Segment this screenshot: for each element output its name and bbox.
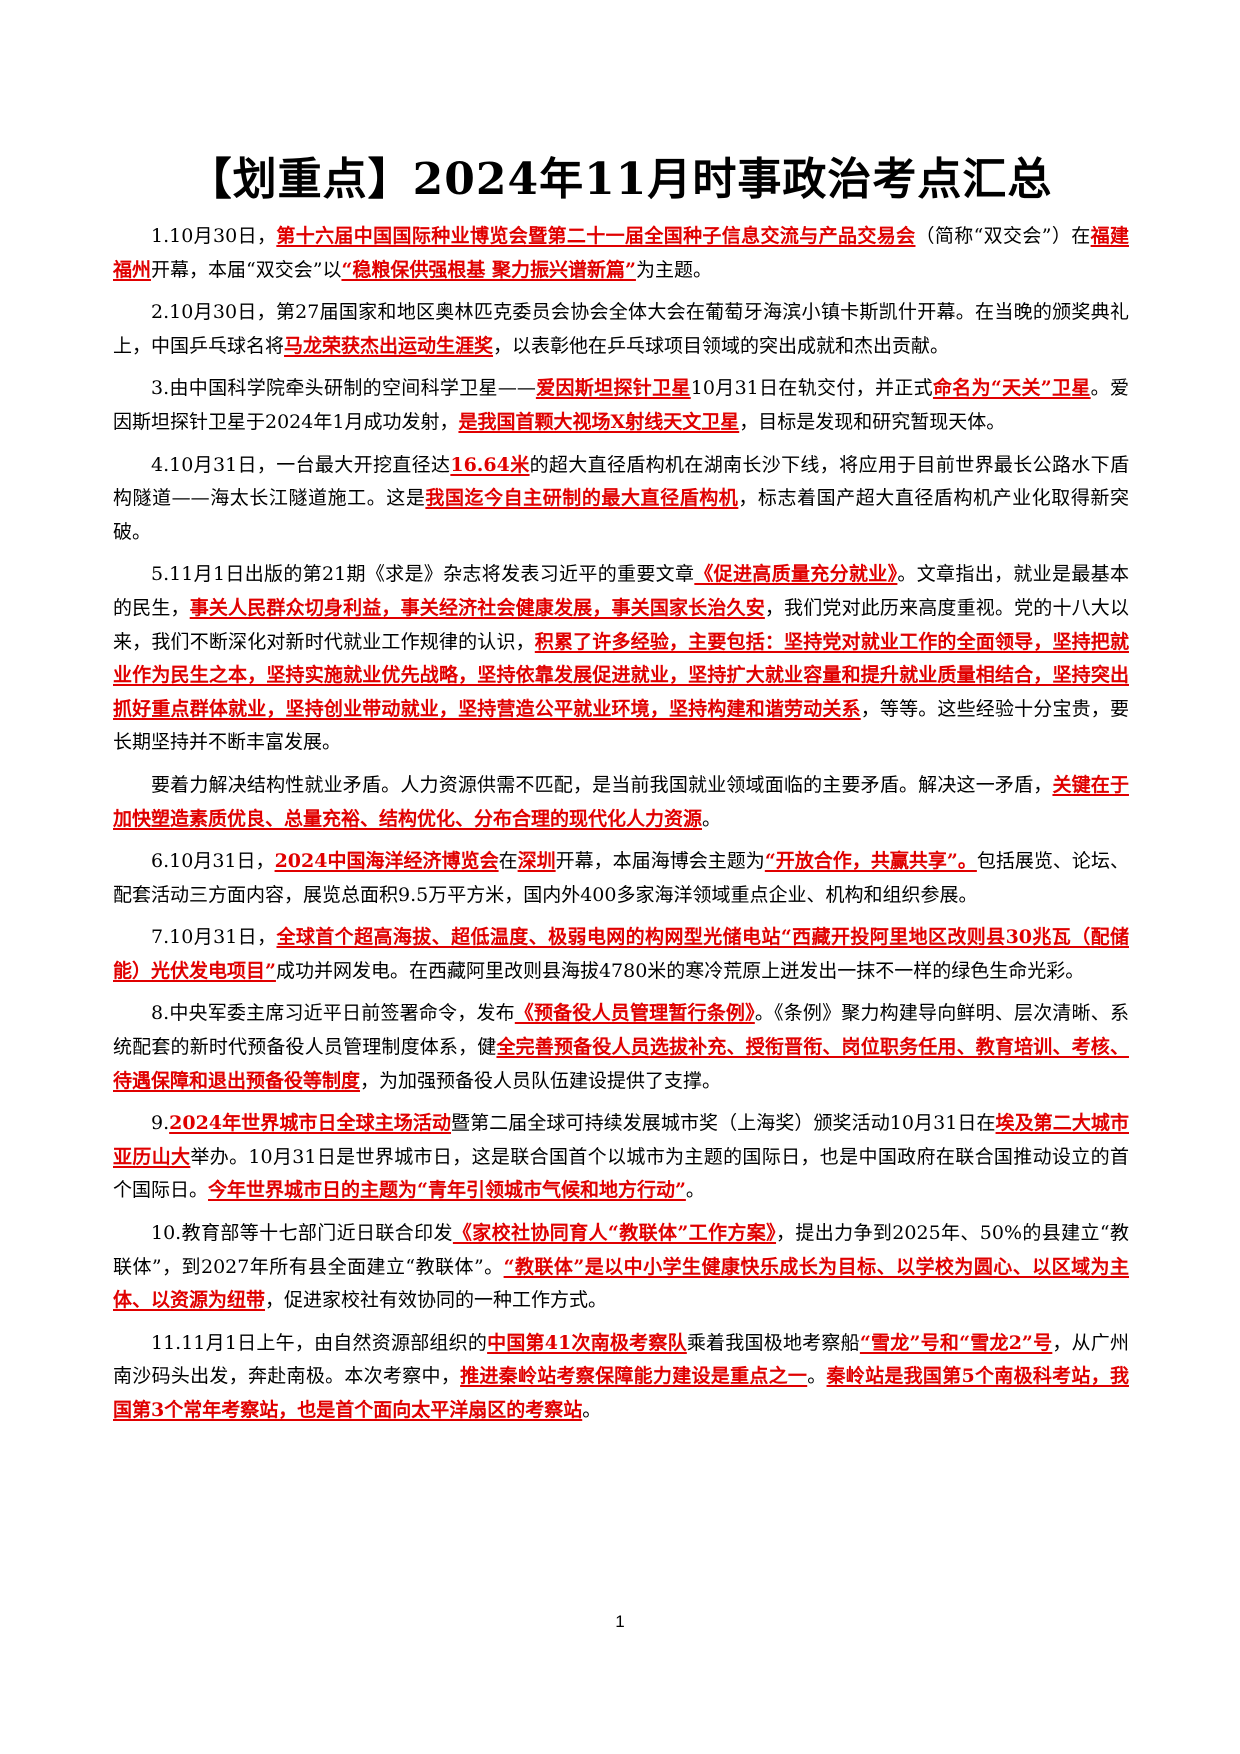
paragraph-text: 2.10月30日，第27届国家和地区奥林匹克委员会协会全体大会在葡萄牙海滨小镇卡… [113,301,1129,357]
paragraph-text: 11.11月1日上午，由自然资源部组织的 [151,1331,488,1354]
highlighted-key-point: 《促进高质量充分就业》 [694,563,898,586]
highlighted-key-point: 16.64米 [450,453,530,476]
highlighted-key-point: 马龙荣获杰出运动生涯奖 [284,334,494,357]
paragraph-text: 要着力解决结构性就业矛盾。人力资源供需不匹配，是当前我国就业领域面临的主要矛盾。… [151,773,1053,796]
paragraph-text: 1.10月30日， [151,225,277,247]
paragraph-text: 3.由中国科学院牵头研制的空间科学卫星—— [151,377,536,400]
paragraph-text: 包括展览、论坛、配套活动三方面内容，展览总面积9.5万平方米，国内外400多家海… [113,850,1129,906]
paragraph-text: 6.10月31日， [151,850,275,873]
highlighted-key-point: “开放合作，共赢共享”。 [764,850,977,873]
paragraph-text: ，提出力争到2025年、50%的县建立“教联体”，到2027年所有县全面建立“教… [113,1222,1130,1278]
paragraph-text: ，标志着国产超大直径盾构机产业化取得新突破。 [113,487,1129,543]
news-item-paragraph: 5.11月1日出版的第21期《求是》杂志将发表习近平的重要文章《促进高质量充分就… [113,558,1129,760]
paragraph-text: 成功并网发电。在西藏阿里改则县海拔4780米的寒冷荒原上迸发出一抹不一样的绿色生… [275,959,1085,982]
paragraph-text: 8.中央军委主席习近平日前签署命令，发布 [151,1002,515,1025]
paragraph-text: 在 [498,850,518,873]
paragraph-text: ，目标是发现和研究暂现天体。 [739,410,1006,433]
news-item-paragraph: 10.教育部等十七部门近日联合印发《家校社协同育人“教联体”工作方案》，提出力争… [113,1217,1129,1318]
news-item-paragraph: 8.中央军委主席习近平日前签署命令，发布《预备役人员管理暂行条例》。《条例》聚力… [113,997,1129,1098]
paragraph-text: 。爱因斯坦探针卫星于2024年1月成功发射， [113,377,1129,433]
news-item-paragraph: 1.10月30日，第十六届中国国际种业博览会暨第二十一届全国种子信息交流与产品交… [113,220,1129,287]
paragraph-text: 。文章指出，就业是最基本的民生， [113,563,1129,619]
highlighted-key-point: “教联体”是以中小学生健康快乐成长为目标、以学校为圆心、以区域为主体、以资源为纽… [113,1255,1130,1312]
paragraph-text: 乘着我国极地考察船 [686,1331,860,1354]
highlighted-key-point: 推进秦岭站考察保障能力建设是重点之一 [460,1365,808,1388]
highlighted-key-point: 爱因斯坦探针卫星 [535,377,691,400]
highlighted-key-point: “稳粮保供强根基 聚力振兴谱新篇” [341,258,636,281]
news-item-paragraph: 4.10月31日，一台最大开挖直径达16.64米的超大直径盾构机在湖南长沙下线，… [113,449,1129,550]
highlighted-key-point: 是我国首颗大视场X射线天文卫星 [458,410,740,433]
highlighted-key-point: “雪龙”号和“雪龙2”号 [859,1331,1053,1354]
paragraph-text: ，我们党对此历来高度重视。党的十八大以来，我们不断深化对新时代就业工作规律的认识… [113,596,1129,653]
paragraph-text: ，以表彰他在乒乓球项目领域的突出成就和杰出贡献。 [493,334,950,357]
paragraph-text: ，从广州南沙码头出发，奔赴南极。本次考察中， [113,1331,1129,1388]
paragraph-text: 9. [151,1112,170,1135]
news-item-paragraph: 11.11月1日上午，由自然资源部组织的中国第41次南极考察队乘着我国极地考察船… [113,1327,1129,1428]
highlighted-key-point: 深圳 [517,850,556,873]
page-title: 【划重点】2024年11月时事政治考点汇总 [187,154,1053,205]
paragraph-text: 为主题。 [635,258,712,281]
document-body: 1.10月30日，第十六届中国国际种业博览会暨第二十一届全国种子信息交流与产品交… [113,220,1129,1437]
highlighted-key-point: 中国第41次南极考察队 [487,1331,687,1354]
highlighted-key-point: 全完善预备役人员选拔补充、授衔晋衔、岗位职务任用、教育培训、考核、待遇保障和退出… [113,1036,1129,1092]
paragraph-text: ，为加强预备役人员队伍建设提供了支撑。 [360,1069,722,1092]
news-item-paragraph: 2.10月30日，第27届国家和地区奥林匹克委员会协会全体大会在葡萄牙海滨小镇卡… [113,296,1129,363]
highlighted-key-point: 今年世界城市日的主题为“青年引领城市气候和地方行动” [208,1179,686,1202]
highlighted-key-point: 2024年世界城市日全球主场活动 [169,1112,452,1135]
highlighted-key-point: 福建福州 [113,225,1129,281]
news-item-paragraph: 7.10月31日，全球首个超高海拔、超低温度、极弱电网的构网型光储电站“西藏开投… [113,921,1129,988]
paragraph-text: 。 [702,807,722,830]
highlighted-key-point: 2024中国海洋经济博览会 [274,850,499,873]
news-item-paragraph: 3.由中国科学院牵头研制的空间科学卫星——爱因斯坦探针卫星10月31日在轨交付，… [113,372,1129,439]
paragraph-text: ，促进家校社有效协同的一种工作方式。 [265,1289,608,1312]
highlighted-key-point: 事关人民群众切身利益，事关经济社会健康发展，事关国家长治久安 [189,596,765,619]
paragraph-text: 。 [685,1179,705,1202]
page-number: 1 [615,1612,625,1631]
paragraph-text: ，等等。这些经验十分宝贵，要长期坚持并不断丰富发展。 [113,697,1129,754]
highlighted-key-point: 全球首个超高海拔、超低温度、极弱电网的构网型光储电站“西藏开投阿里地区改则县30… [113,926,1130,982]
highlighted-key-point: 命名为“天关”卫星 [932,377,1091,400]
news-item-paragraph: 6.10月31日，2024中国海洋经济博览会在深圳开幕，本届海博会主题为“开放合… [113,845,1129,912]
paragraph-text: 暨第二届全球可持续发展城市奖（上海奖）颁奖活动10月31日在 [451,1112,996,1135]
highlighted-key-point: 第十六届中国国际种业博览会暨第二十一届全国种子信息交流与产品交易会 [276,225,916,247]
paragraph-text: 举办。10月31日是世界城市日，这是联合国首个以城市为主题的国际日，也是中国政府… [113,1145,1129,1202]
paragraph-text: 开幕，本届“双交会”以 [151,258,342,281]
highlighted-key-point: 我国迄今自主研制的最大直径盾构机 [425,487,739,510]
highlighted-key-point: 秦岭站是我国第5个南极科考站，我国第3个常年考察站，也是首个面向太平洋扇区的考察… [113,1365,1129,1421]
paragraph-text: 7.10月31日， [151,926,277,949]
paragraph-text: 。 [807,1365,827,1388]
news-item-paragraph: 9.2024年世界城市日全球主场活动暨第二届全球可持续发展城市奖（上海奖）颁奖活… [113,1107,1129,1208]
paragraph-text: （简称“双交会”）在 [915,225,1091,247]
paragraph-text: 10.教育部等十七部门近日联合印发 [151,1222,453,1245]
paragraph-text: 的超大直径盾构机在湖南长沙下线，将应用于目前世界最长公路水下盾构隧道——海太长江… [113,453,1129,510]
paragraph-text: 。《条例》聚力构建导向鲜明、层次清晰、系统配套的新时代预备役人员管理制度体系，健 [113,1002,1129,1059]
highlighted-key-point: 《家校社协同育人“教联体”工作方案》 [452,1222,777,1245]
highlighted-key-point: 《预备役人员管理暂行条例》 [514,1002,755,1025]
paragraph-text: 4.10月31日，一台最大开挖直径达 [151,453,451,476]
paragraph-text: 10月31日在轨交付，并正式 [690,377,933,400]
highlighted-key-point: 埃及第二大城市亚历山大 [113,1112,1129,1168]
news-item-paragraph: 要着力解决结构性就业矛盾。人力资源供需不匹配，是当前我国就业领域面临的主要矛盾。… [113,769,1129,836]
paragraph-text: 。 [582,1399,602,1421]
paragraph-text: 5.11月1日出版的第21期《求是》杂志将发表习近平的重要文章 [151,563,695,586]
paragraph-text: 开幕，本届海博会主题为 [555,850,765,873]
highlighted-key-point: 积累了许多经验，主要包括：坚持党对就业工作的全面领导，坚持把就业作为民生之本，坚… [113,630,1129,720]
highlighted-key-point: 关键在于加快塑造素质优良、总量充裕、结构优化、分布合理的现代化人力资源 [113,773,1129,830]
